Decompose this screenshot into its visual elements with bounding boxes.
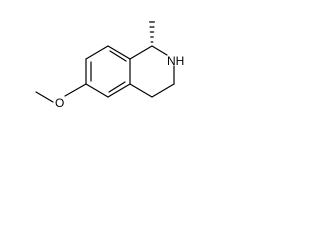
- bond-ring-b5: [129, 83, 153, 98]
- bond-ring-b1: [129, 45, 153, 60]
- hashed-wedge-bond: [149, 21, 155, 43]
- nitrogen-atom-label: NH: [167, 54, 184, 68]
- bond-oxygen-to-methyl: [35, 91, 54, 103]
- bond-ring-a3-inner: [108, 81, 126, 93]
- bond-ring-a1-inner: [109, 50, 127, 62]
- bond-ring-a3: [107, 83, 131, 98]
- bond-ring-a4: [85, 83, 109, 98]
- oxygen-atom-label: O: [55, 96, 64, 110]
- bond-ring-b2: [151, 45, 168, 56]
- bond-ring-to-oxygen: [64, 83, 87, 97]
- bond-ring-b4: [151, 83, 175, 98]
- bond-ring-a1: [107, 45, 131, 60]
- bond-ring-a6: [85, 45, 109, 60]
- chemical-structure-diagram: NH O: [35, 21, 184, 110]
